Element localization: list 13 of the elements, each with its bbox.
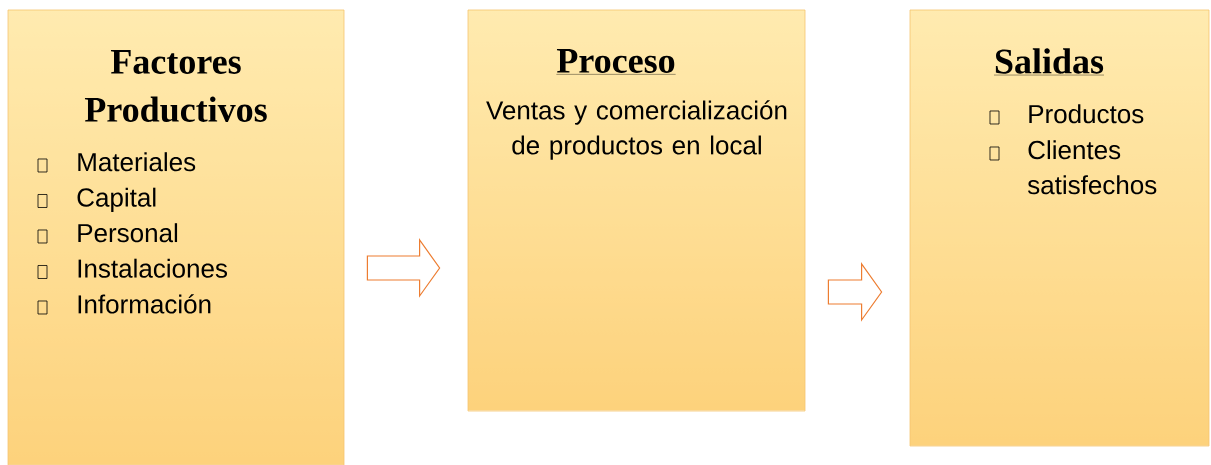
list-item: Instalaciones [78, 258, 227, 278]
list-item: Capital [77, 187, 156, 212]
block-arrow [366, 238, 441, 298]
list-item: Materiales [78, 152, 196, 172]
block-arrow [827, 262, 883, 322]
list-item: Clientes satisfechos [1027, 140, 1157, 195]
heading: Proceso [556, 49, 676, 75]
description: Ventas y comercialización de productos en local [486, 100, 787, 160]
list-item: Información [78, 294, 211, 314]
heading: Factores Productivos [84, 50, 267, 122]
heading: Salidas [993, 48, 1105, 76]
list-item: Productos [1029, 104, 1144, 124]
list-item: Personal [78, 223, 178, 243]
